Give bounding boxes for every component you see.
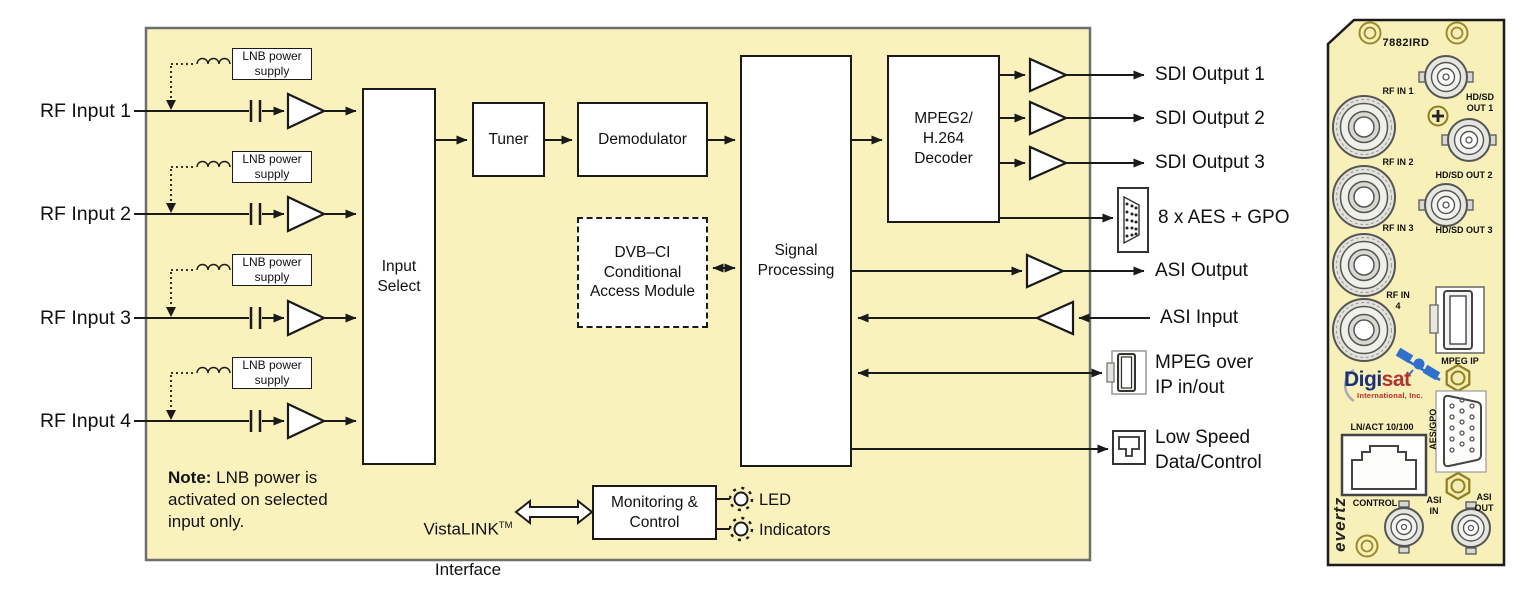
note-line3: input only. [168, 512, 245, 531]
panel-hd-sd-out-1-label: HD/SD OUT 1 [1465, 92, 1494, 113]
rf-input-2-label: RF Input 2 [39, 203, 131, 225]
block-mpeg-decoder: MPEG2/ H.264 Decoder [887, 55, 1000, 223]
digisat-logo-part2: sat [1381, 368, 1411, 391]
aes-gpo-label: 8 x AES + GPO [1158, 207, 1290, 228]
amplifier-triangle [1028, 57, 1069, 93]
control-rj45-port [1340, 433, 1428, 497]
panel-asi-out-label: ASI OUT [1474, 492, 1494, 513]
rf-input-3-label: RF Input 3 [39, 307, 131, 329]
block-lnb-power-supply-1: LNB power supply [232, 48, 312, 80]
inductor-coil [196, 160, 231, 168]
digisat-logo-part1: Digi [1344, 368, 1382, 391]
block-lnb-power-supply-4: LNB power supply [232, 357, 312, 389]
amplifier-triangle [1025, 253, 1066, 289]
sdi-output-1-label: SDI Output 1 [1155, 64, 1265, 85]
screw-icon [1427, 105, 1449, 127]
note-prefix: Note: [168, 468, 212, 487]
inductor-coil [196, 263, 231, 271]
rj45-connector-icon [1112, 430, 1146, 465]
amplifier-triangle [286, 299, 327, 337]
block-input-select: Input Select [362, 88, 436, 465]
digisat-swoosh [1343, 368, 1355, 403]
capacitor-symbol [249, 307, 262, 329]
asi-output-label: ASI Output [1155, 260, 1248, 281]
output-amplifiers [1025, 57, 1075, 336]
sdi-output-3-label: SDI Output 3 [1155, 152, 1265, 173]
block-signal-processing: Signal Processing [740, 55, 852, 467]
note-line2: activated on selected [168, 490, 328, 509]
rf-input-row-2 [134, 160, 357, 233]
capacitor-symbol [249, 100, 262, 122]
note-line1: LNB power is [211, 468, 318, 487]
amplifier-triangle [286, 92, 327, 130]
panel-aes-gpo-label: AES/GPO [1427, 408, 1438, 450]
aes-gpo-connector-icon [1117, 187, 1149, 253]
mpeg-ip-connector-icon [1106, 350, 1147, 395]
panel-mpeg-ip-label: MPEG IP [1441, 356, 1479, 366]
sdi-output-2-label: SDI Output 2 [1155, 108, 1265, 129]
block-dvb-ci-cam: DVB–CI Conditional Access Module [577, 217, 708, 328]
hex-nut [1445, 363, 1471, 393]
rf-input-row-4 [134, 366, 357, 440]
panel-rf-in-3-label: RF IN 3 [1382, 223, 1414, 233]
rf-input-4-label: RF Input 4 [39, 410, 131, 432]
block-lnb-power-supply-3: LNB power supply [232, 254, 312, 286]
block-demodulator: Demodulator [577, 102, 708, 177]
rear-panel [1326, 18, 1506, 567]
block-lnb-power-supply-2: LNB power supply [232, 151, 312, 183]
evertz-logo: evertz [1329, 496, 1349, 552]
block-monitoring-control: Monitoring & Control [592, 485, 717, 540]
bnc-rf-in-2 [1332, 165, 1396, 229]
bnc-rf-in-3 [1332, 233, 1396, 297]
panel-rf-in-1-label: RF IN 1 [1382, 86, 1414, 96]
panel-ln-act-label: LN/ACT 10/100 [1350, 422, 1414, 432]
panel-rf-in-2-label: RF IN 2 [1382, 157, 1414, 167]
panel-model-label: 7882IRD [1382, 37, 1430, 49]
mpeg-ip-port [1429, 286, 1485, 354]
amplifier-triangle-left [1034, 300, 1075, 336]
asi-input-label: ASI Input [1160, 307, 1239, 328]
rf-input-1-label: RF Input 1 [39, 100, 131, 122]
panel-hd-sd-out-2-label: HD/SD OUT 2 [1435, 170, 1493, 180]
satellite-icon [1395, 347, 1441, 382]
inductor-coil [196, 366, 231, 374]
mpeg-ip-label: MPEG over IP in/out [1155, 352, 1254, 398]
amplifier-triangle [1028, 100, 1069, 136]
block-tuner: Tuner [472, 102, 545, 177]
rf-input-row-1 [134, 57, 357, 130]
digisat-subtitle: International, Inc. [1357, 391, 1423, 400]
vistalink-line2: Interface [434, 559, 502, 579]
capacitor-symbol [249, 203, 262, 225]
panel-rf-in-4-label: RF IN 4 [1386, 290, 1410, 311]
lnb-note: Note: LNB power is activated on selected i… [168, 467, 358, 533]
aes-gpo-port [1435, 390, 1487, 473]
vistalink-tm: TM [498, 520, 513, 531]
signal-lines [436, 70, 1150, 530]
vistalink-name: VistaLINK [423, 519, 499, 539]
panel-hd-sd-out-3-label: HD/SD OUT 3 [1435, 225, 1493, 235]
panel-control-label: CONTROL [1352, 498, 1398, 508]
amplifier-triangle [1028, 145, 1069, 181]
panel-asi-in-label: ASI IN [1426, 495, 1442, 516]
digisat-logo: Digisat [1344, 369, 1411, 390]
inductor-coil [196, 57, 231, 65]
bnc-rf-in-1 [1332, 95, 1396, 159]
vistalink-interface-label: VistaLINKTM Interface [413, 496, 523, 595]
led-indicators-label: LED Indicators [759, 491, 831, 539]
low-speed-label: Low Speed Data/Control [1155, 427, 1262, 473]
amplifier-triangle [286, 402, 327, 440]
rf-input-row-3 [134, 263, 357, 337]
amplifier-triangle [286, 195, 327, 233]
capacitor-symbol [249, 410, 262, 432]
